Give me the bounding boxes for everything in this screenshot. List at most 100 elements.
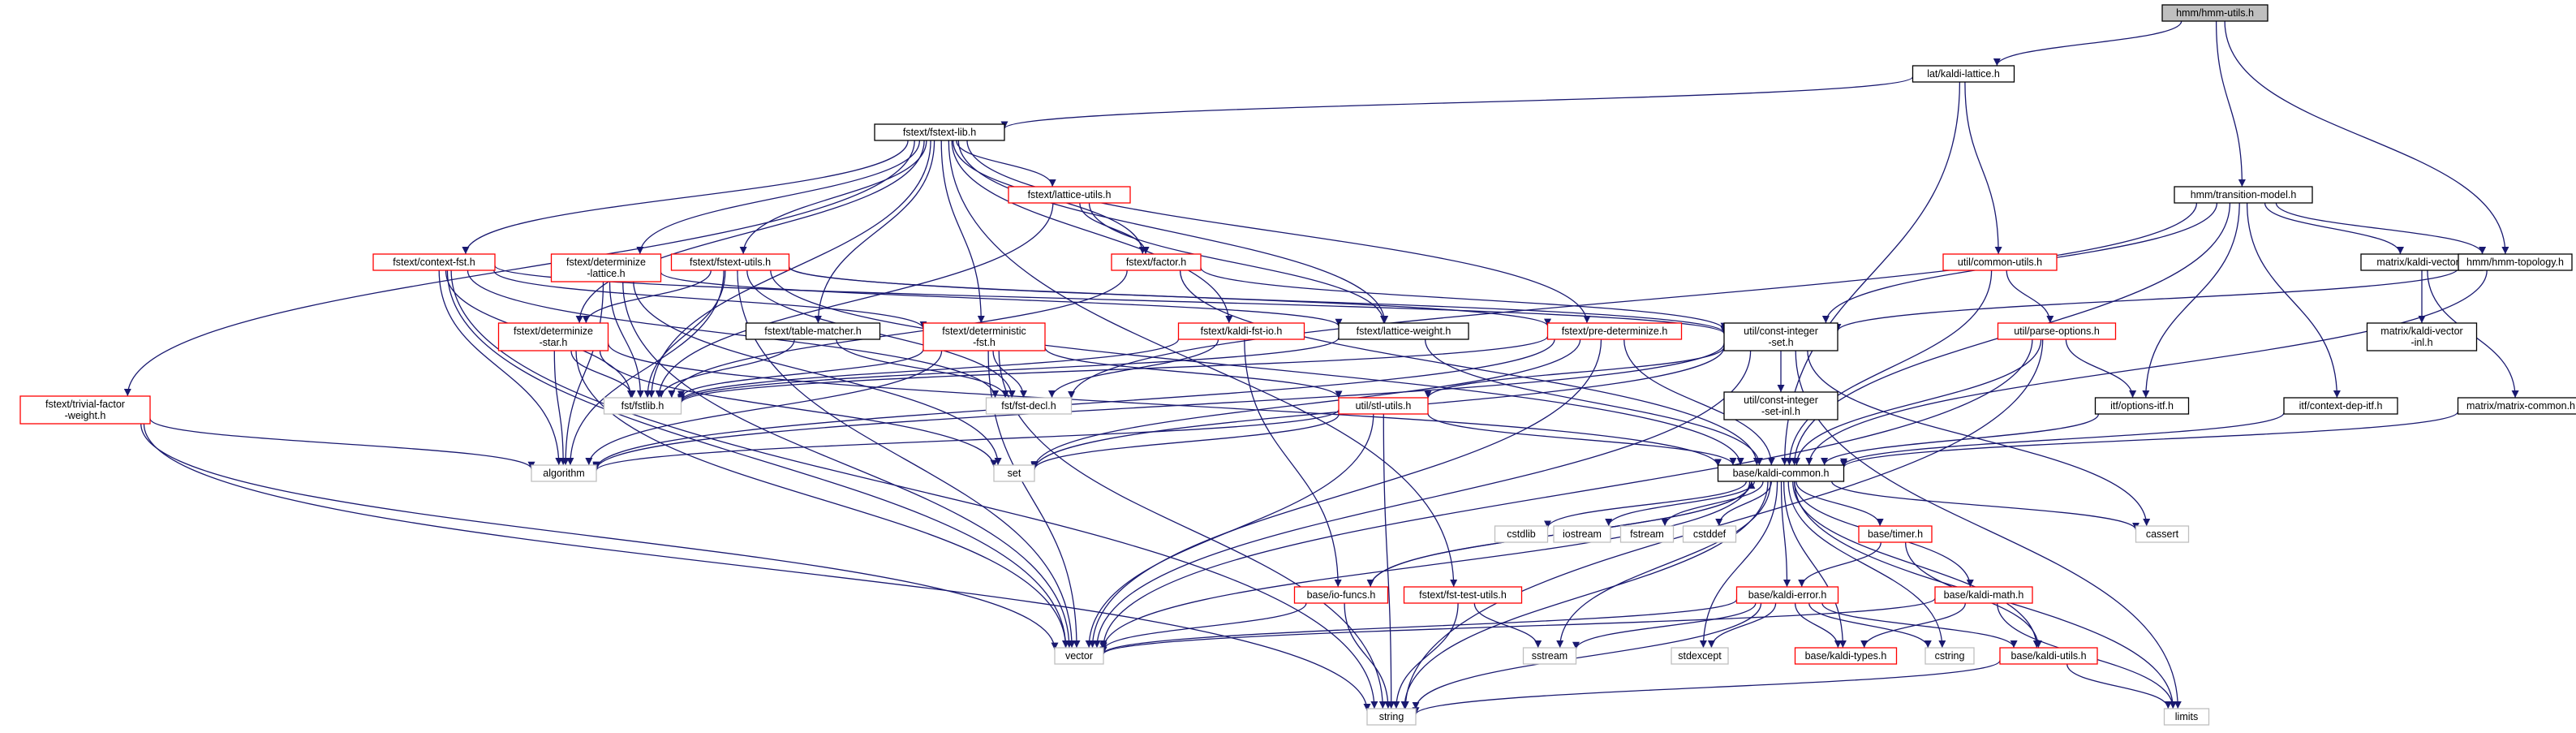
edge-base_io_funcs-to-vector — [1099, 602, 1307, 651]
edge-fstext_lattice_weight-to-fst_fstlib — [677, 337, 1340, 403]
node-box — [993, 464, 1035, 482]
node-box — [2283, 397, 2398, 415]
node-fstext_determinize_lattice[interactable]: fstext/determinize-lattice.h — [550, 253, 662, 282]
node-box — [2161, 4, 2269, 22]
node-util_parse_options[interactable]: util/parse-options.h — [1997, 322, 2117, 340]
node-itf_options_itf[interactable]: itf/options-itf.h — [2094, 397, 2190, 415]
edge-lat_kaldi_lattice-to-fstext_lib — [1000, 76, 1914, 129]
edge-fstext_table_matcher-to-fst_fstlib — [657, 338, 795, 399]
node-string: string — [1366, 708, 1417, 726]
node-fstext_kaldi_fst_io[interactable]: fstext/kaldi-fst-io.h — [1177, 322, 1305, 340]
node-box — [1403, 586, 1523, 604]
edge-fstext_factor-to-base_kaldi_common — [1179, 269, 1761, 466]
node-base_timer[interactable]: base/timer.h — [1858, 525, 1933, 543]
node-base_io_funcs[interactable]: base/io-funcs.h — [1293, 586, 1389, 604]
node-fstext_factor[interactable]: fstext/factor.h — [1111, 253, 1202, 271]
edge-base_kaldi_error-to-sstream — [1572, 602, 1757, 649]
node-box — [1522, 647, 1577, 665]
node-box — [745, 322, 881, 340]
node-fstext_lattice_weight[interactable]: fstext/lattice-weight.h — [1338, 322, 1469, 340]
node-stdexcept: stdexcept — [1671, 647, 1729, 665]
node-box — [1912, 65, 2015, 83]
node-util_stl_utils[interactable]: util/stl-utils.h — [1338, 397, 1429, 415]
node-label: base/kaldi-common.h — [1733, 468, 1830, 479]
edge-fstext_fstext_utils-to-fst_fstlib — [643, 269, 726, 399]
edge-hmm_hmm_topology-to-util_const_integer_set — [1834, 267, 2459, 332]
node-fstext_fstext_utils[interactable]: fstext/fstext-utils.h — [670, 253, 790, 271]
node-box — [1366, 708, 1417, 726]
edge-base_kaldi_common-to-base_timer — [1795, 481, 1884, 527]
edge-util_stl_utils-to-vector — [1085, 413, 1374, 649]
edge-fstext_lib-to-fstext_determinize_lattice — [636, 140, 921, 255]
node-base_kaldi_common[interactable]: base/kaldi-common.h — [1717, 464, 1845, 482]
node-fstext_deterministic_fst[interactable]: fstext/deterministic-fst.h — [922, 322, 1046, 351]
node-label: util/stl-utils.h — [1356, 400, 1412, 412]
edge-base_kaldi_common-to-cstddef — [1715, 481, 1772, 527]
node-label: fstext/pre-determinize.h — [1562, 326, 1668, 337]
edge-fstext_determinize_lattice-to-algorithm — [561, 281, 604, 466]
node-base_kaldi_utils[interactable]: base/kaldi-utils.h — [1999, 647, 2098, 665]
node-label: fstream — [1630, 528, 1664, 540]
node-util_const_integer_set_inl[interactable]: util/const-integer-set-inl.h — [1723, 391, 1838, 420]
edge-base_kaldi_common-to-base_kaldi_types — [1783, 481, 1847, 649]
edge-util_parse_options-to-base_kaldi_common — [1792, 338, 2042, 466]
node-fstext_lib[interactable]: fstext/fstext-lib.h — [874, 123, 1005, 141]
node-fstext_lattice_utils[interactable]: fstext/lattice-utils.h — [1008, 186, 1131, 204]
node-box — [1942, 253, 2058, 271]
node-label: algorithm — [543, 468, 584, 479]
node-itf_context_dep_itf[interactable]: itf/context-dep-itf.h — [2283, 397, 2398, 415]
node-label: util/parse-options.h — [2014, 326, 2100, 337]
edge-itf_context_dep_itf-to-base_kaldi_common — [1840, 412, 2285, 466]
node-label: base/timer.h — [1868, 528, 1923, 540]
node-matrix_matrix_common[interactable]: matrix/matrix-common.h — [2457, 397, 2576, 415]
edge-util_const_integer_set-to-algorithm — [592, 343, 1725, 470]
edge-base_kaldi_common-to-fstream — [1661, 481, 1764, 527]
node-box — [372, 253, 496, 271]
node-label: hmm/hmm-utils.h — [2176, 7, 2254, 19]
edge-fstext_fst_test_utils-to-string — [1392, 602, 1459, 709]
edge-fstext_determinize_star-to-algorithm — [553, 350, 567, 466]
node-label: fstext/kaldi-fst-io.h — [1201, 326, 1283, 337]
node-box — [1177, 322, 1305, 340]
edge-base_kaldi_error-to-base_kaldi_types — [1794, 602, 1842, 649]
node-base_kaldi_types[interactable]: base/kaldi-types.h — [1794, 647, 1898, 665]
node-box — [497, 322, 609, 351]
node-base_kaldi_math[interactable]: base/kaldi-math.h — [1934, 586, 2033, 604]
node-fstext_context_fst[interactable]: fstext/context-fst.h — [372, 253, 496, 271]
node-hmm_transition_model[interactable]: hmm/transition-model.h — [2174, 186, 2313, 204]
edge-base_kaldi_error-to-base_kaldi_utils — [1821, 602, 2018, 649]
node-fstext_trivial_factor_weight[interactable]: fstext/trivial-factor-weight.h — [19, 395, 151, 425]
node-hmm_hmm_topology[interactable]: hmm/hmm-topology.h — [2458, 253, 2573, 271]
edge-fstext_lib-to-fstext_kaldi_fst_io — [951, 140, 1233, 324]
node-fstext_determinize_star[interactable]: fstext/determinize-star.h — [497, 322, 609, 351]
node-matrix_kaldi_vector_inl[interactable]: matrix/kaldi-vector-inl.h — [2366, 322, 2478, 351]
node-fstext_fst_test_utils[interactable]: fstext/fst-test-utils.h — [1403, 586, 1523, 604]
node-box — [1723, 391, 1838, 420]
node-fstext_pre_determinize[interactable]: fstext/pre-determinize.h — [1546, 322, 1683, 340]
edge-fstext_trivial_factor_weight-to-vector — [140, 423, 1059, 650]
edge-fstext_fstext_utils-to-base_kaldi_common — [770, 269, 1744, 466]
node-util_const_integer_set[interactable]: util/const-integer-set.h — [1723, 322, 1838, 351]
edge-fstext_deterministic_fst-to-string — [998, 350, 1387, 709]
node-lat_kaldi_lattice[interactable]: lat/kaldi-lattice.h — [1912, 65, 2015, 83]
edge-fstext_context_fst-to-algorithm — [438, 269, 563, 466]
node-layer: hmm/hmm-utils.h lat/kaldi-lattice.h fstext… — [19, 4, 2576, 726]
node-box — [1546, 322, 1683, 340]
node-label: -set-inl.h — [1761, 406, 1800, 417]
node-label: set — [1008, 468, 1021, 479]
edge-util_common_utils-to-base_kaldi_common — [1785, 269, 1993, 466]
edge-util_stl_utils-to-set — [1030, 413, 1340, 470]
node-base_kaldi_error[interactable]: base/kaldi-error.h — [1735, 586, 1839, 604]
edge-fstext_factor-to-fst_fstlib — [668, 269, 1128, 399]
edge-fstext_pre_determinize-to-base_kaldi_common — [1623, 338, 1775, 466]
node-label: cstddef — [1693, 528, 1727, 540]
edge-fstext_pre_determinize-to-vector — [1089, 338, 1602, 649]
edge-fstext_deterministic_fst-to-util_stl_utils — [1044, 347, 1343, 399]
node-root[interactable]: hmm/hmm-utils.h — [2161, 4, 2269, 22]
edge-fstext_fstext_utils-to-fstext_pre_determinize — [788, 266, 1551, 327]
edge-matrix_matrix_common-to-base_kaldi_common — [1840, 411, 2459, 468]
node-fstext_table_matcher[interactable]: fstext/table-matcher.h — [745, 322, 881, 340]
node-label: -star.h — [540, 337, 568, 348]
node-util_common_utils[interactable]: util/common-utils.h — [1942, 253, 2058, 271]
node-label: base/kaldi-types.h — [1805, 650, 1887, 662]
